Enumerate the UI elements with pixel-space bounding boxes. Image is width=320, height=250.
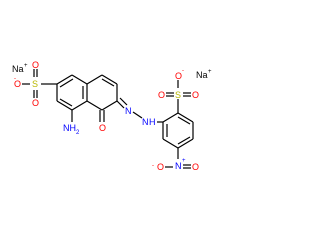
charge-o-right-minus: - <box>182 68 184 74</box>
atom-o-left-minus: O <box>14 79 21 89</box>
charge-n-nitro: + <box>182 158 186 164</box>
bond-ring2-5 <box>86 100 103 111</box>
atom-o-nitro-right: O <box>192 162 199 172</box>
bond-ring1-1 <box>56 74 73 85</box>
atom-n-nitro: N <box>175 161 182 171</box>
atom-labels: Na + Na + S O O - O NH 2 O N N H S O - O… <box>12 60 212 172</box>
molecule-structure: Na + Na + S O O - O NH 2 O N N H S O - O… <box>12 60 212 172</box>
bond-ring3-5 <box>162 138 179 149</box>
atom-o-right-left: O <box>158 90 165 100</box>
charge-na-right: + <box>208 69 212 75</box>
bond-ring1-5 <box>56 100 73 111</box>
bond-ring3-4 <box>177 138 194 149</box>
bond-c-n-azo-2 <box>119 97 128 106</box>
bonds <box>22 69 194 169</box>
bond-ring3-4b <box>177 136 191 145</box>
atom-o-left-bottom: O <box>32 98 39 108</box>
atom-h-azo2: H <box>149 117 156 127</box>
bond-ring3-1 <box>162 112 179 123</box>
atom-o-left-top: O <box>32 60 39 70</box>
bond-ring1-1b <box>59 78 74 88</box>
bond-ring1-2 <box>71 74 88 85</box>
bond-ring2-2 <box>101 74 118 85</box>
bond-ring2-4 <box>101 100 118 111</box>
bond-ring1-5b <box>59 98 73 107</box>
atom-s-left: S <box>32 79 38 89</box>
atom-o-nitro-left: O <box>157 162 164 172</box>
bond-c-n-azo <box>116 100 125 109</box>
atom-na-left: Na <box>12 64 24 74</box>
atom-o-ketone: O <box>99 123 106 133</box>
bond-ring3-2b <box>177 116 191 125</box>
bond-n-n <box>132 111 143 119</box>
bond-ring1-4 <box>71 100 88 111</box>
bond-ring3-2 <box>177 112 194 123</box>
bond-ring2-2b <box>101 78 115 87</box>
atom-o-right-minus: O <box>175 71 182 81</box>
atom-n-azo2: N <box>142 117 149 127</box>
charge-na-left: + <box>24 63 28 69</box>
bond-ring2-1 <box>86 74 103 85</box>
atom-s-right: S <box>175 90 181 100</box>
charge-o-nitro-left: - <box>152 163 154 169</box>
charge-o-left-minus: - <box>14 76 16 82</box>
atom-nh2-subscript: 2 <box>76 130 80 136</box>
atom-o-right-right: O <box>192 90 199 100</box>
atom-nh2: NH <box>63 123 76 133</box>
atom-n-azo1: N <box>125 106 132 116</box>
atom-na-right: Na <box>196 70 208 80</box>
